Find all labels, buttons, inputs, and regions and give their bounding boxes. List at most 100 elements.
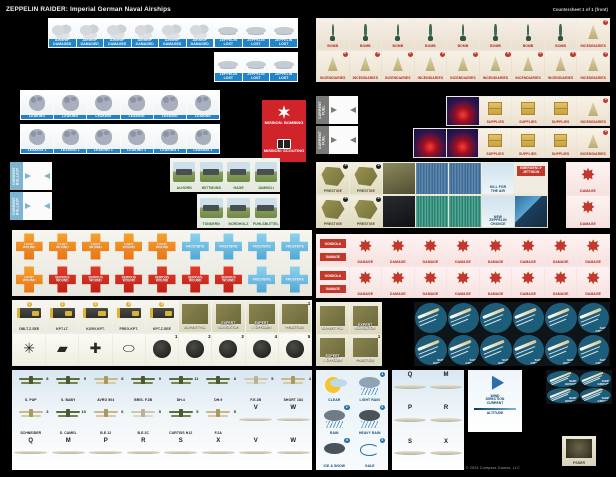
damage-counter[interactable]: DAMAGE [577, 235, 609, 265]
zeppelin-badge-counter[interactable]: ⬭ [112, 334, 145, 365]
damage-counter[interactable]: DAMAGE [382, 235, 414, 265]
zeppelin-letter-counter[interactable]: P [87, 436, 125, 469]
expert-counter[interactable]: EXPERT I. OFFIZIER [245, 301, 278, 332]
ship-group-counter[interactable] [512, 303, 544, 333]
zeppelin-lost-counter[interactable]: ZEPPELIN LOST [270, 19, 297, 47]
wound-counter[interactable]: SERIOUS WOUND [146, 264, 178, 295]
supplies-counter[interactable]: SUPPLIES [544, 129, 577, 157]
wound-counter[interactable]: SERIOUS WOUND [46, 264, 78, 295]
service-badge-counter[interactable]: 5 [278, 334, 311, 365]
wound-counter[interactable]: SERIOUS WOUND [212, 264, 244, 295]
zeppelin-lost-counter[interactable]: ZEPPELIN LOST [215, 19, 242, 47]
hangar-counter[interactable]: FUHLSBUTTEL [252, 195, 279, 227]
damage-counter[interactable]: DAMAGE [577, 267, 609, 297]
ship-group-counter[interactable]: SHIP GROUP [512, 335, 544, 365]
expert-counter[interactable]: EXPERT NAVIGATOR [349, 303, 381, 334]
damage-counter[interactable]: DAMAGE [567, 195, 609, 227]
supplies-counter[interactable]: SUPPLIES [479, 129, 511, 157]
leaking-counter[interactable]: LEAKING [21, 91, 54, 119]
zeppelin-letter-counter[interactable]: X [428, 437, 464, 470]
zeppelin-letter-counter[interactable]: M [50, 436, 88, 469]
zeppelin-lost-counter[interactable]: ZEPPELIN LOST [270, 53, 297, 81]
leaking-counter[interactable]: LEAKING [153, 91, 186, 119]
service-badge-counter[interactable]: 1 [145, 334, 179, 365]
ship-group-counter[interactable] [480, 303, 512, 333]
ship-group-counter[interactable]: SHIP GROUP [579, 387, 611, 403]
ship-group-counter[interactable]: SHIP GROUP [480, 335, 512, 365]
bomb-counter[interactable]: BOMB [447, 19, 479, 49]
ballast-marker-1[interactable] [23, 162, 52, 190]
wound-counter[interactable]: LIGHT WOUND [13, 231, 45, 262]
expert-counter[interactable]: EXPERT I. OFFIZIER [317, 334, 349, 365]
service-badge-counter[interactable]: 3 [212, 334, 245, 365]
damage-counter[interactable]: DAMAGE [414, 267, 447, 297]
damage-counter[interactable]: DAMAGE [479, 235, 512, 265]
frostbite-counter[interactable]: FROSTBITE [246, 264, 278, 295]
damage-counter[interactable]: DAMAGE [512, 235, 544, 265]
event-counter[interactable]: NEW ZEPPELIN CHANCE [482, 196, 514, 227]
damage-counter[interactable]: DAMAGE [512, 267, 544, 297]
damage-counter[interactable]: DAMAGE [447, 267, 479, 297]
ship-group-counter[interactable] [545, 303, 577, 333]
fuel-marker-1[interactable] [329, 96, 358, 124]
ship-group-counter[interactable]: SHIP GROUP [415, 335, 447, 365]
damage-counter[interactable]: DAMAGE [349, 235, 382, 265]
damage-counter[interactable]: DAMAGE [544, 267, 577, 297]
damage-counter[interactable]: DAMAGE [447, 235, 479, 265]
veteran-crew-counter[interactable]: VETERAN CREW [416, 163, 448, 194]
star-medal-counter[interactable]: ✳ [13, 334, 46, 365]
bomb-counter[interactable]: BOMB [382, 19, 414, 49]
zeppelin-letter-counter[interactable]: R [125, 436, 163, 469]
wound-counter[interactable]: LIGHT WOUND [46, 231, 78, 262]
zeppelin-lost-counter[interactable]: ZEPPELIN LOST [242, 19, 270, 47]
hangar-counter[interactable]: ALHORN [171, 159, 198, 191]
damage-counter[interactable]: DAMAGE [414, 235, 447, 265]
zeppelin-letter-counter[interactable]: R [428, 403, 464, 436]
crew-not-aboard-counter[interactable]: CREW NOT ABOARD [383, 163, 415, 194]
supplies-counter[interactable]: SUPPLIES [511, 129, 544, 157]
zeppelin-letter-counter[interactable]: V [237, 403, 275, 436]
zeppelin-letter-counter[interactable]: M [428, 370, 464, 403]
bomb-counter[interactable]: BOMB [479, 19, 512, 49]
wound-counter[interactable]: SERIOUS WOUND [113, 264, 145, 295]
leaking-1-counter[interactable]: LEAKING 1 [54, 125, 87, 153]
emergency-jettison-counter[interactable]: EMERGENCY JETTISON [515, 163, 547, 194]
fuel-marker-2[interactable] [329, 126, 358, 154]
hangar-counter[interactable]: HAGE [225, 159, 252, 191]
damage-counter[interactable]: DAMAGE [567, 163, 609, 195]
zeppelin-letter-counter[interactable]: Q [12, 436, 50, 469]
wound-counter[interactable]: SERIOUS WOUND [79, 264, 111, 295]
ship-group-counter[interactable] [447, 303, 479, 333]
hangar-counter[interactable]: WITTMUND [198, 159, 225, 191]
wound-counter[interactable]: LIGHT WOUND [79, 231, 111, 262]
expert-counter[interactable]: EXPERT NAVIGATOR [212, 301, 245, 332]
expert-counter[interactable]: EXPERT F.U. [317, 303, 349, 334]
zeppelin-letter-counter[interactable]: V [237, 436, 275, 469]
